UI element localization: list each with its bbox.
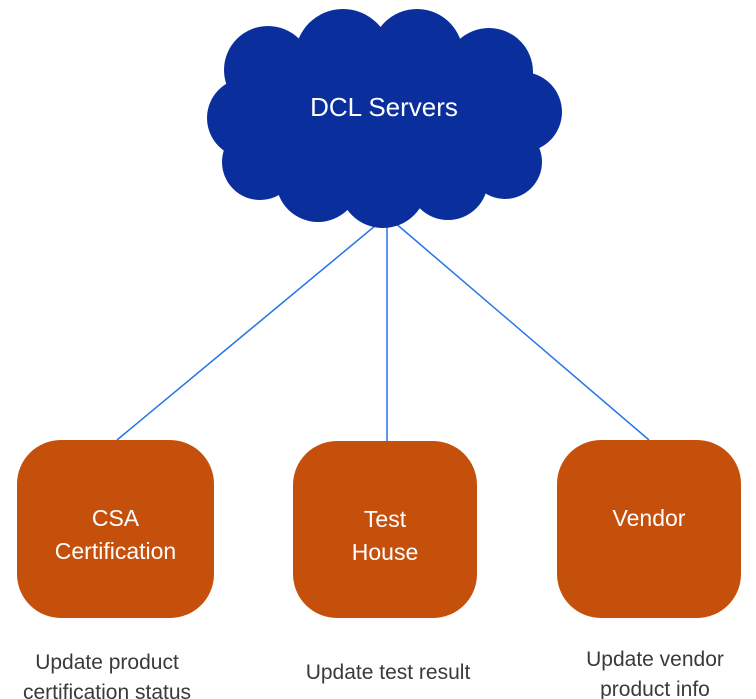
node-label-line: House (351, 539, 419, 565)
cloud-label: DCL Servers (310, 92, 458, 122)
caption-line: certification status (22, 681, 192, 699)
node-vendor: Vendor (557, 440, 741, 618)
caption-csa-certification: Update product certification status (0, 648, 217, 699)
node-label-line: Test (363, 506, 407, 532)
caption-line: product info (600, 678, 710, 699)
node-label-line: CSA (91, 505, 140, 531)
caption-line: Update test result (305, 661, 471, 684)
node-test-house: Test House (293, 441, 477, 618)
caption-line: Update vendor (586, 648, 724, 671)
connector-cloud-to-csa (116, 215, 388, 441)
node-label-line: Vendor (612, 505, 686, 531)
caption-test-house: Update test result (278, 658, 498, 688)
node-label-line: Certification (54, 538, 177, 564)
node-csa-certification: CSA Certification (17, 440, 214, 618)
connector-cloud-to-vendor (386, 215, 650, 441)
cloud-shape (207, 9, 562, 228)
caption-vendor: Update vendor product info (545, 645, 756, 699)
connector-lines (116, 215, 650, 441)
caption-line: Update product (35, 651, 179, 674)
